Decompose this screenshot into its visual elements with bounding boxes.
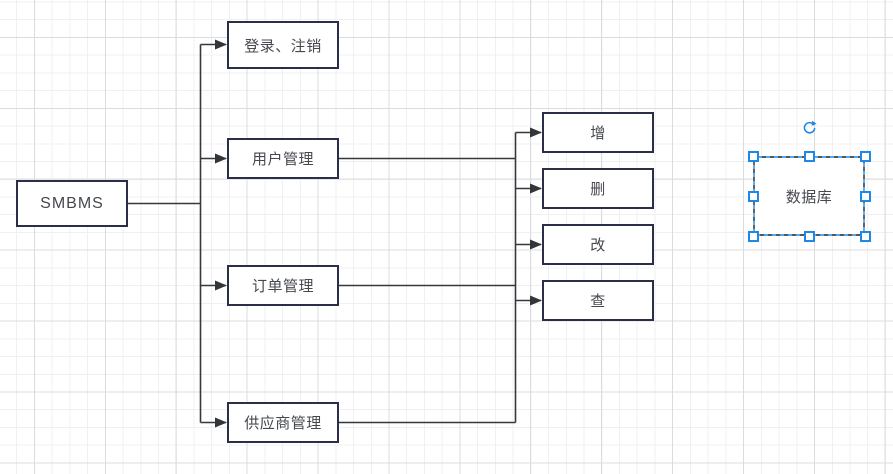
node-crud-add[interactable]: 增 — [542, 112, 654, 153]
selection-handle-s[interactable] — [803, 230, 815, 242]
node-crud-add-label: 增 — [590, 125, 606, 142]
node-crud-delete-label: 删 — [590, 181, 606, 198]
node-database-label: 数据库 — [785, 188, 833, 206]
node-crud-query[interactable]: 查 — [542, 280, 654, 321]
node-supplier-management-label: 供应商管理 — [244, 415, 322, 432]
node-login-logout[interactable]: 登录、注销 — [227, 21, 339, 69]
node-smbms-label: SMBMS — [40, 194, 104, 212]
rotate-icon[interactable] — [801, 120, 818, 137]
node-crud-update[interactable]: 改 — [542, 224, 654, 265]
node-login-logout-label: 登录、注销 — [244, 37, 322, 55]
selection-handle-sw[interactable] — [747, 230, 759, 242]
node-supplier-management[interactable]: 供应商管理 — [227, 402, 339, 443]
node-crud-query-label: 查 — [590, 293, 606, 310]
node-smbms[interactable]: SMBMS — [16, 180, 128, 227]
selection-handle-w[interactable] — [747, 190, 759, 202]
selection-handle-e[interactable] — [859, 190, 871, 202]
selection-handle-ne[interactable] — [859, 150, 871, 162]
node-user-management-label: 用户管理 — [251, 151, 314, 168]
node-order-management-label: 订单管理 — [251, 278, 314, 295]
node-order-management[interactable]: 订单管理 — [227, 265, 339, 306]
node-user-management[interactable]: 用户管理 — [227, 138, 339, 179]
selection-handle-nw[interactable] — [747, 150, 759, 162]
selection-handle-se[interactable] — [859, 230, 871, 242]
node-crud-delete[interactable]: 删 — [542, 168, 654, 209]
node-database[interactable]: 数据库 — [753, 156, 865, 236]
selection-handle-n[interactable] — [803, 150, 815, 162]
node-crud-update-label: 改 — [590, 237, 606, 254]
